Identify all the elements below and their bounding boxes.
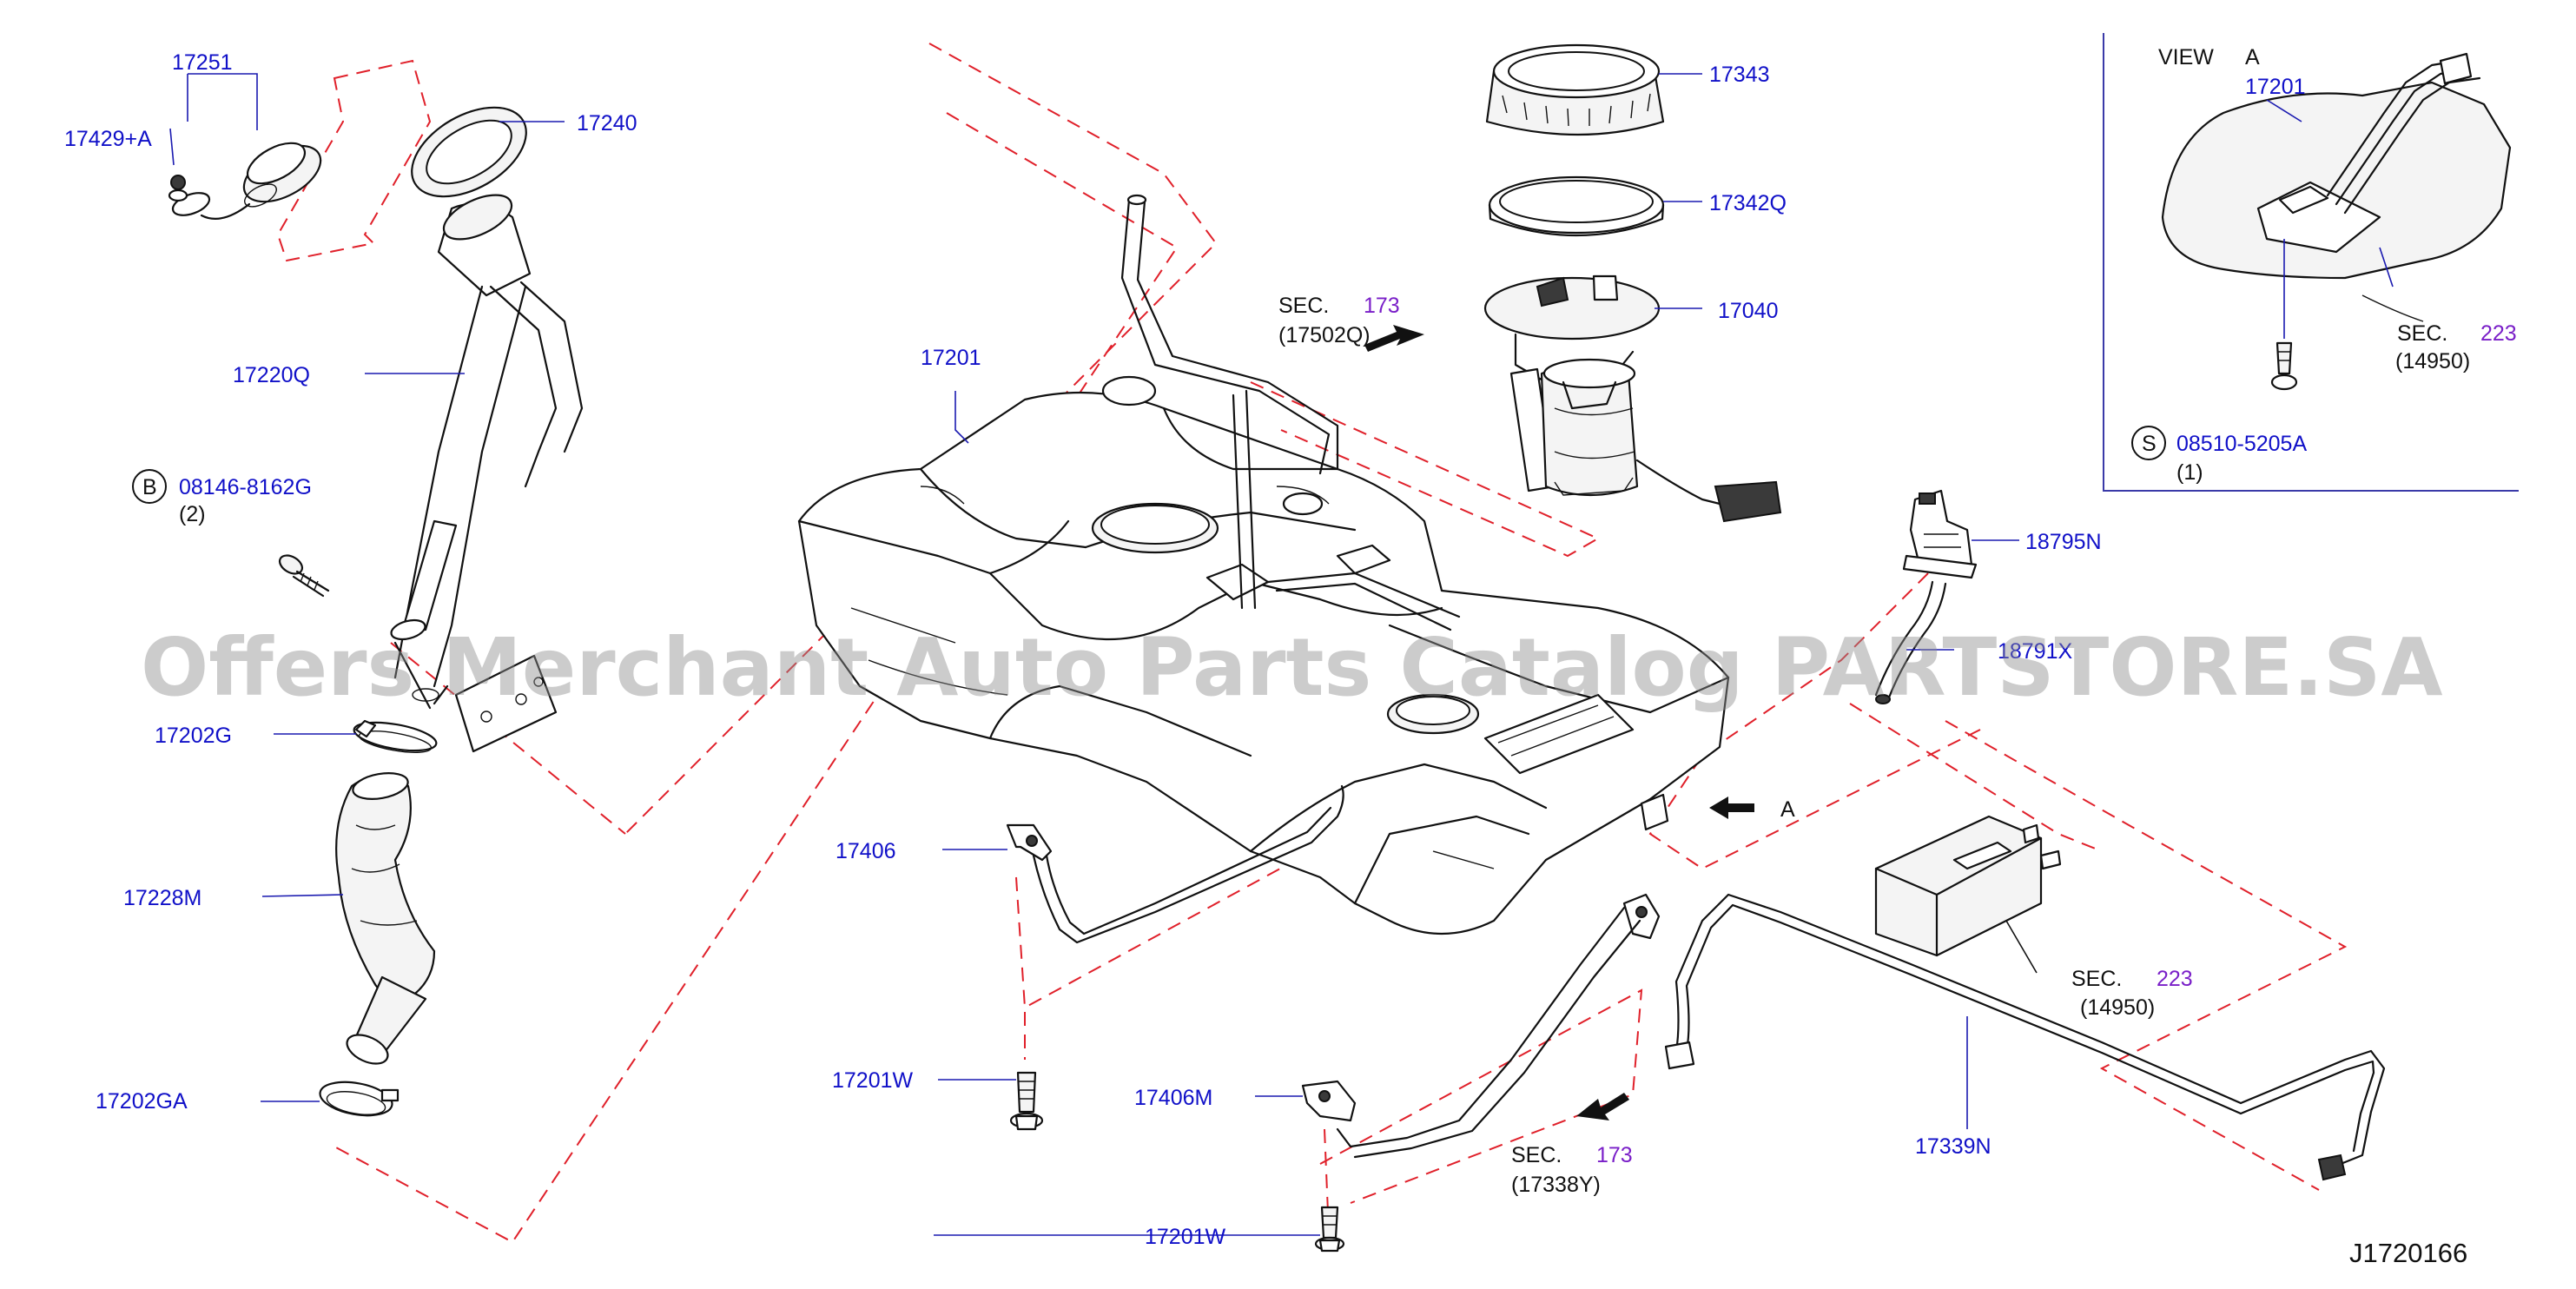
vapor-line-17339N [1664, 893, 2386, 1181]
view-a-screw-code: 08510-5205A [2176, 432, 2307, 456]
view-a-callout-17201: 17201 [2245, 75, 2306, 99]
bolt-17201W-a [1009, 1071, 1044, 1131]
bolt-b-symbol: B [142, 475, 157, 499]
filler-cap-assembly [168, 142, 322, 220]
view-a-sec-number: 223 [2480, 321, 2517, 346]
filler-neck-ring [411, 106, 527, 198]
bolt-17201W-b [1314, 1206, 1345, 1253]
callout-17339n: 17339N [1915, 1134, 1991, 1159]
callout-17342q: 17342Q [1709, 191, 1787, 215]
callout-17202ga: 17202GA [96, 1089, 188, 1114]
sec-pump-number: 173 [1364, 294, 1400, 318]
callout-17201: 17201 [921, 346, 981, 370]
callout-17220q: 17220Q [233, 363, 310, 387]
callout-17251: 17251 [172, 50, 233, 75]
callout-17040: 17040 [1718, 299, 1779, 323]
bolt-b [278, 554, 330, 598]
view-a-letter: A [2245, 45, 2260, 69]
sec-canister-number: 223 [2157, 967, 2193, 991]
callout-17240: 17240 [577, 111, 637, 136]
view-a-inset [2103, 33, 2519, 492]
hose-clamp-17202G [353, 719, 438, 753]
filler-hose-17228M [335, 772, 436, 1065]
view-a-screw-qty: (1) [2176, 460, 2203, 485]
direction-arrows [1364, 325, 1754, 1120]
view-a-sec-prefix: SEC. [2397, 321, 2447, 346]
hose-clamp-17202GA [319, 1081, 400, 1117]
callout-17201w-b: 17201W [1145, 1225, 1226, 1249]
sec-canister-prefix: SEC. [2071, 967, 2122, 991]
bolt-b-qty: (2) [179, 502, 206, 526]
fuel-tank [797, 194, 1730, 935]
view-a-sec-ref: (14950) [2395, 349, 2470, 373]
evap-canister [1874, 815, 2062, 957]
tank-strap-17406 [1006, 784, 1344, 944]
drawing-code: J1720166 [2349, 1238, 2467, 1268]
fuel-pump-17040 [1483, 274, 1782, 523]
sec-line-number: 173 [1596, 1143, 1633, 1167]
callout-18795n: 18795N [2025, 530, 2102, 554]
symbol-circles [132, 426, 2166, 504]
view-a-screw-symbol: S [2142, 432, 2157, 456]
callout-17406: 17406 [836, 839, 896, 863]
callout-18791x: 18791X [1998, 639, 2073, 664]
callout-17429a: 17429+A [64, 127, 152, 151]
sec-line-prefix: SEC. [1511, 1143, 1562, 1167]
sec-canister-ref: (14950) [2080, 995, 2155, 1020]
lock-ring-17343 [1485, 43, 1665, 136]
callout-17202g: 17202G [155, 724, 232, 748]
sec-line-ref: (17338Y) [1511, 1173, 1601, 1197]
sensor-18795N [1902, 489, 1978, 579]
callout-bolt-b-code: 08146-8162G [179, 475, 312, 499]
sec-pump-ref: (17502Q) [1278, 323, 1371, 347]
view-a-title: VIEW [2158, 45, 2214, 69]
callout-labels: 17251 17429+A 17240 17220Q B 08146-8162G… [64, 45, 2517, 1249]
gasket-17342Q [1488, 175, 1665, 237]
callout-17343: 17343 [1709, 63, 1770, 87]
tank-strap-17406M [1301, 893, 1661, 1159]
marker-a: A [1780, 797, 1795, 822]
filler-tube [390, 194, 584, 753]
sec-pump-prefix: SEC. [1278, 294, 1329, 318]
callout-17228m: 17228M [123, 886, 201, 910]
hose-18791X [1874, 580, 1947, 704]
watermark-text: Offers Merchant Auto Parts Catalog PARTS… [141, 621, 2443, 714]
leader-lines [169, 73, 2038, 1236]
callout-17201w-a: 17201W [832, 1068, 914, 1093]
callout-17406m: 17406M [1134, 1086, 1212, 1110]
